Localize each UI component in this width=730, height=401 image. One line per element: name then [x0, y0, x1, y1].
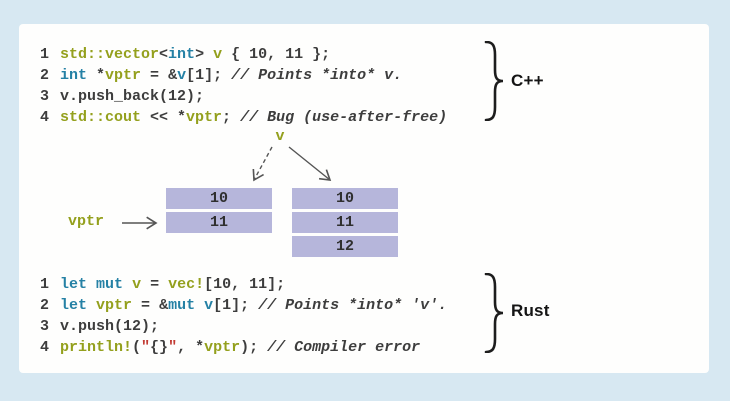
code-token: let	[60, 276, 88, 293]
code-line: 1 std::vector<int> v { 10, 11 };	[40, 44, 447, 65]
code-token: // Points *into* 'v'.	[258, 297, 448, 314]
code-token: &	[168, 67, 178, 84]
code-token	[123, 276, 132, 293]
code-token: [1];	[186, 67, 232, 84]
code-token: println!	[60, 339, 133, 356]
line-number: 1	[40, 276, 50, 293]
code-token	[204, 46, 213, 63]
code-token: // Compiler error	[267, 339, 421, 356]
code-token: v	[177, 67, 187, 84]
code-token: v.push_back(12);	[60, 88, 205, 105]
rust-label: Rust	[511, 301, 550, 320]
line-number: 1	[40, 46, 50, 63]
code-token: v	[132, 276, 142, 293]
code-token: (	[132, 339, 142, 356]
code-token: vptr	[105, 67, 142, 84]
code-token: vptr	[204, 339, 241, 356]
code-token: // Bug (use-after-free)	[240, 109, 448, 126]
memory-cell: 10	[166, 188, 272, 209]
code-token: { 10, 11 };	[222, 46, 331, 63]
code-token: vptr	[186, 109, 223, 126]
code-token: vptr	[96, 297, 133, 314]
code-line: 1 let mut v = vec![10, 11];	[40, 274, 447, 295]
new-allocation-block: 10 11 12	[292, 188, 398, 260]
line-number: 4	[40, 109, 50, 126]
line-number: 2	[40, 67, 50, 84]
code-token: int	[60, 67, 88, 84]
code-token: >	[195, 46, 205, 63]
code-token	[87, 276, 96, 293]
code-token: int	[168, 46, 196, 63]
code-token: v	[204, 297, 214, 314]
code-line: 3 v.push_back(12);	[40, 86, 447, 107]
line-number: 3	[40, 318, 50, 335]
code-line: 2 let vptr = &mut v[1]; // Points *into* …	[40, 295, 447, 316]
code-token: std::vector	[60, 46, 160, 63]
code-token: v.push(12);	[60, 318, 160, 335]
memory-cell: 11	[292, 212, 398, 233]
code-token: std::cout	[60, 109, 142, 126]
code-token	[87, 297, 96, 314]
code-token: mut	[168, 297, 196, 314]
vptr-label: vptr	[68, 213, 105, 230]
code-token: *	[87, 67, 106, 84]
code-token: << *	[141, 109, 187, 126]
code-token: );	[240, 339, 268, 356]
code-token	[195, 297, 204, 314]
code-token: [1];	[213, 297, 259, 314]
code-token: , *	[177, 339, 205, 356]
line-number: 4	[40, 339, 50, 356]
code-token: "	[141, 339, 151, 356]
code-line: 3 v.push(12);	[40, 316, 447, 337]
code-token: <	[159, 46, 169, 63]
cpp-label: C++	[511, 71, 544, 90]
code-token: =	[141, 276, 169, 293]
code-token: ;	[222, 109, 241, 126]
memory-cell: 10	[292, 188, 398, 209]
code-token: // Points *into* v.	[231, 67, 403, 84]
code-token: {}	[150, 339, 169, 356]
code-token: "	[168, 339, 178, 356]
memory-cell: 12	[292, 236, 398, 257]
vector-name-label: v	[275, 128, 285, 145]
code-token: =	[132, 297, 160, 314]
memory-cell: 11	[166, 212, 272, 233]
code-token: [10, 11];	[204, 276, 286, 293]
code-token: v	[213, 46, 223, 63]
cpp-brace	[484, 41, 504, 121]
code-line: 4 std::cout << *vptr; // Bug (use-after-f…	[40, 107, 447, 128]
line-number: 3	[40, 88, 50, 105]
code-line: 2 int *vptr = &v[1]; // Points *into* v.	[40, 65, 447, 86]
line-number: 2	[40, 297, 50, 314]
code-token: vec!	[168, 276, 205, 293]
code-token: &	[159, 297, 169, 314]
code-token: mut	[96, 276, 124, 293]
code-token: let	[60, 297, 88, 314]
rust-brace	[484, 273, 504, 353]
code-token: =	[141, 67, 169, 84]
